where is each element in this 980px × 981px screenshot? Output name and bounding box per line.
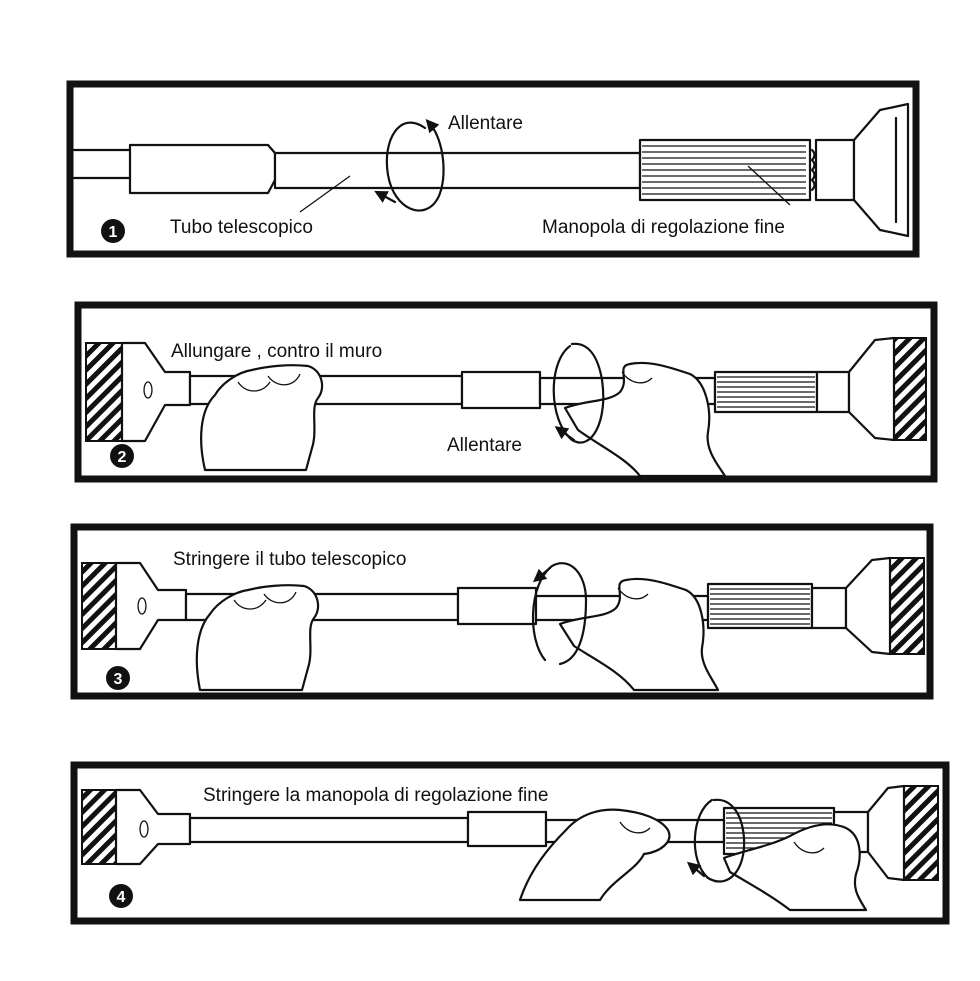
svg-text:1: 1 bbox=[109, 224, 118, 241]
rotation-arrow-icon bbox=[552, 342, 605, 444]
fine-adjustment-knob bbox=[713, 370, 819, 414]
step-2-rotate-label: Allentare bbox=[447, 435, 522, 456]
step-4-panel: Stringere la manopola di regolazione fin… bbox=[70, 761, 950, 925]
step-1-knob-label: Manopola di regolazione fine bbox=[542, 217, 785, 238]
wall-hatch-icon bbox=[889, 557, 925, 655]
left-end-cap bbox=[114, 788, 192, 866]
hand-icon bbox=[200, 364, 324, 472]
tube-leader-line bbox=[299, 175, 351, 213]
hand-icon bbox=[195, 584, 320, 692]
wall-hatch-icon bbox=[81, 789, 117, 865]
hand-icon bbox=[563, 361, 727, 478]
step-2-frame bbox=[74, 301, 938, 483]
telescopic-tube bbox=[188, 810, 726, 848]
knob-leader-line bbox=[747, 165, 791, 206]
wall-hatch-icon bbox=[85, 342, 123, 442]
step-2-panel: Allungare , contro il muro Allentare 2 bbox=[74, 301, 938, 483]
step-2-extend-label: Allungare , contro il muro bbox=[171, 341, 382, 362]
step-4-tighten-label: Stringere la manopola di regolazione fin… bbox=[203, 785, 548, 806]
wall-hatch-icon bbox=[81, 562, 117, 650]
step-1-panel: Allentare Tubo telescopico Manopola di r… bbox=[66, 80, 920, 258]
step-3-tighten-label: Stringere il tubo telescopico bbox=[173, 549, 406, 570]
step-1-frame bbox=[66, 80, 920, 258]
step-4-number-badge: 4 bbox=[109, 884, 133, 908]
fine-adjustment-knob bbox=[706, 582, 814, 630]
step-2-number-badge: 2 bbox=[110, 444, 134, 468]
hand-icon bbox=[518, 808, 671, 902]
fine-adjustment-knob bbox=[638, 138, 816, 202]
step-1-tube-label: Tubo telescopico bbox=[170, 217, 313, 238]
wall-hatch-icon bbox=[893, 337, 927, 441]
hand-icon bbox=[558, 577, 720, 692]
step-3-number-badge: 3 bbox=[106, 666, 130, 690]
rotation-arrow-icon bbox=[531, 562, 588, 666]
end-cap bbox=[814, 102, 910, 238]
right-end-cap bbox=[815, 336, 896, 442]
step-1-number-badge: 1 bbox=[101, 219, 125, 243]
rotation-arrow-icon bbox=[686, 798, 746, 883]
hand-icon bbox=[722, 823, 868, 912]
telescopic-tube bbox=[72, 143, 642, 195]
left-end-cap bbox=[114, 561, 188, 651]
svg-text:2: 2 bbox=[118, 449, 127, 466]
right-end-cap bbox=[810, 556, 892, 656]
step-3-frame bbox=[70, 523, 934, 700]
svg-text:3: 3 bbox=[114, 671, 123, 688]
step-3-panel: Stringere il tubo telescopico 3 bbox=[70, 523, 934, 700]
wall-hatch-icon bbox=[903, 785, 939, 881]
svg-text:4: 4 bbox=[117, 889, 126, 906]
step-4-frame bbox=[70, 761, 950, 925]
step-1-rotate-label: Allentare bbox=[448, 113, 523, 134]
rotation-arrow-icon bbox=[374, 119, 445, 212]
